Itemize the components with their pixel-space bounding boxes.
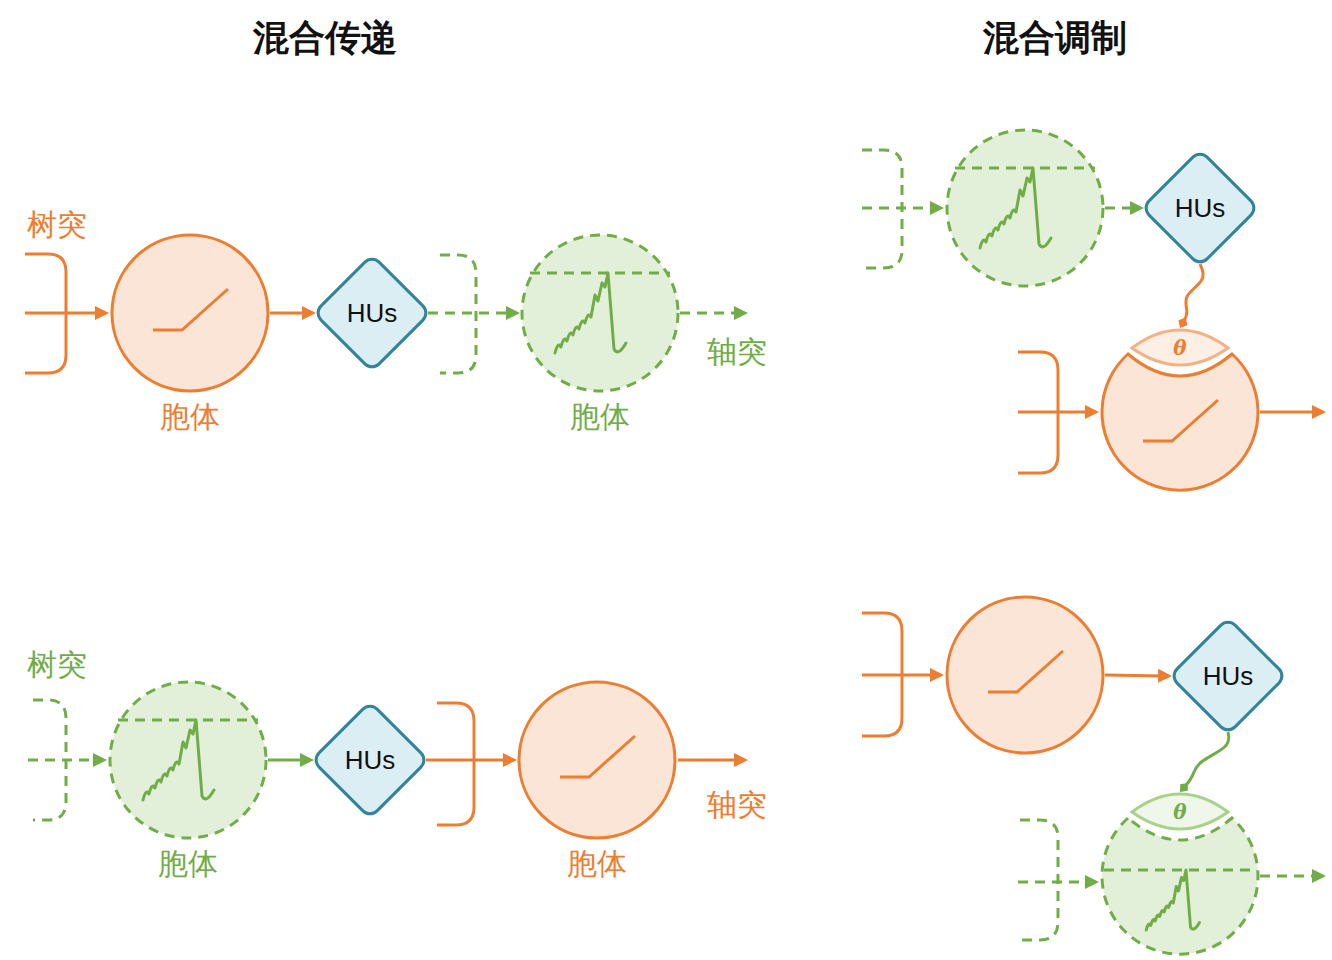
node-shape: [945, 128, 1105, 288]
column-title: 混合传递: [253, 16, 397, 59]
part-label: 树突: [27, 647, 87, 683]
soma-label: 胞体: [158, 844, 218, 885]
unit-label: HUs: [345, 745, 396, 776]
hus-diamond: HUs: [314, 704, 426, 816]
receptor-soma: θ: [1100, 792, 1260, 956]
soma-label: 胞体: [160, 397, 220, 438]
soma-outline: [1102, 354, 1258, 490]
node-shape: [517, 680, 677, 840]
soma-circle: 胞体: [108, 680, 268, 840]
input-arrow: [862, 207, 936, 210]
theta-label: θ: [1173, 338, 1186, 358]
modulation-link: [1183, 264, 1203, 323]
threshold-line: [118, 719, 258, 722]
hus-diamond: HUs: [1172, 620, 1284, 732]
unit-label: HUs: [1203, 661, 1254, 692]
relu-icon: [988, 651, 1063, 692]
axon-arrow: [1260, 411, 1318, 414]
threshold-line: [955, 167, 1095, 170]
soma-circle: [945, 595, 1105, 755]
soma-outline: [522, 235, 678, 391]
input-arrow: [25, 312, 101, 315]
soma-circle: 胞体: [520, 233, 680, 393]
node-shape: [520, 233, 680, 393]
node-shape: [110, 233, 270, 393]
relu-icon: [560, 736, 635, 777]
dendrite-bracket: [437, 703, 474, 825]
modulation-link: [1184, 732, 1229, 787]
part-label: 树突: [27, 207, 87, 243]
signal-arrow: [428, 312, 512, 315]
diamond-outline: [1142, 150, 1258, 266]
receptor-lens: [1132, 330, 1228, 365]
soma-circle: 胞体: [517, 680, 677, 840]
dendrite-bracket: [1020, 820, 1058, 940]
spike-trace: [980, 168, 1051, 248]
soma-outline: [947, 597, 1103, 753]
spike-trace: [1146, 870, 1199, 930]
soma-circle: [945, 128, 1105, 288]
threshold-line: [1104, 869, 1256, 872]
signal-arrow: [270, 312, 308, 315]
axon-arrow: [680, 312, 740, 315]
signal-arrow: [1105, 674, 1164, 678]
soma-outline: [112, 235, 268, 391]
spike-trace: [555, 273, 626, 353]
soma-label: 胞体: [570, 397, 630, 438]
soma-outline: [519, 682, 675, 838]
signal-arrow: [1105, 207, 1136, 210]
receptor-soma: θ: [1100, 328, 1260, 492]
soma-label: 胞体: [567, 844, 627, 885]
diamond-outline: [314, 255, 430, 371]
input-arrow: [1018, 411, 1091, 414]
receptor-lens: [1132, 794, 1228, 829]
part-label: 轴突: [707, 787, 767, 823]
node-shape: [108, 680, 268, 840]
node-shape: [945, 595, 1105, 755]
input-arrow: [28, 759, 99, 762]
diamond-outline: [312, 702, 428, 818]
diamond-outline: [1170, 618, 1286, 734]
input-arrow: [1018, 881, 1091, 884]
relu-icon: [1143, 400, 1218, 441]
hus-diamond: HUs: [1144, 152, 1256, 264]
axon-arrow: [678, 759, 740, 762]
soma-outline: [1102, 818, 1258, 954]
input-arrow: [862, 674, 936, 677]
soma-outline: [110, 682, 266, 838]
axon-arrow: [1260, 875, 1318, 878]
spike-trace: [143, 720, 214, 800]
part-label: 轴突: [707, 334, 767, 370]
unit-label: HUs: [1175, 193, 1226, 224]
signal-arrow: [268, 759, 306, 762]
threshold-line: [530, 272, 670, 275]
hus-diamond: HUs: [316, 257, 428, 369]
soma-outline: [947, 130, 1103, 286]
soma-circle: 胞体: [110, 233, 270, 393]
theta-label: θ: [1173, 802, 1186, 822]
relu-icon: [153, 289, 228, 330]
column-title: 混合调制: [983, 16, 1127, 59]
signal-arrow: [426, 759, 509, 762]
unit-label: HUs: [347, 298, 398, 329]
